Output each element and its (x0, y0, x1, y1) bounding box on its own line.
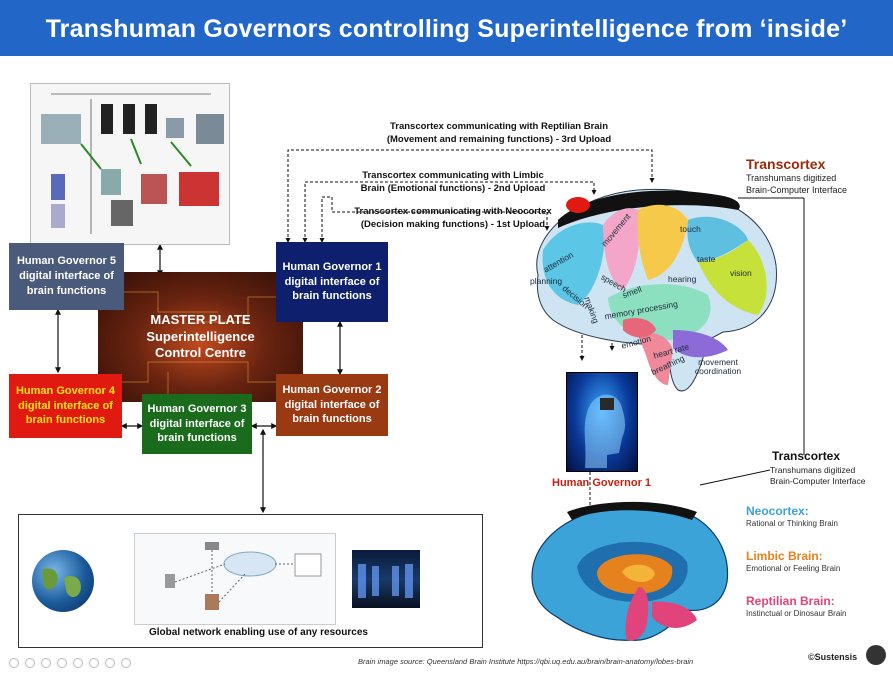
transcortex-reptilian-note: Transcortex communicating with Reptilian… (386, 121, 612, 145)
human-governor-1-box: Human Governor 1 digital interface of br… (276, 242, 388, 322)
factory-diagram (30, 83, 230, 245)
slide-controls[interactable] (8, 656, 148, 668)
earth-globe-image (32, 550, 94, 612)
human-governor-4-box: Human Governor 4 digital interface of br… (9, 374, 122, 438)
neocortex-desc: Rational or Thinking Brain (746, 519, 838, 528)
brain-label-hearing: hearing (668, 274, 697, 284)
transcortex-top-desc: Transhumans digitized Brain-Computer Int… (746, 173, 848, 195)
human-governor-5-box: Human Governor 5 digital interface of br… (9, 243, 124, 310)
brain-label-movement-coordination: movement coordination (694, 357, 742, 377)
human-governor-3-box: Human Governor 3 digital interface of br… (142, 394, 252, 454)
brain-label-taste: taste (697, 254, 716, 264)
transcortex-limbic-note: Transcortex communicating with Limbic Br… (360, 170, 546, 194)
brain-label-planning: planning (530, 276, 563, 286)
master-plate-board: MASTER PLATE Superintelligence Control C… (98, 272, 303, 402)
limbic-title: Limbic Brain: (746, 549, 823, 563)
human-governor-head-image (566, 372, 638, 472)
brain-image-source: Brain image source: Queensland Brain Ins… (358, 657, 694, 666)
human-governor-2-box: Human Governor 2 digital interface of br… (276, 374, 388, 436)
brain-functions-illustration (536, 188, 777, 392)
brain-label-touch: touch (680, 224, 701, 234)
limbic-desc: Emotional or Feeling Brain (746, 564, 841, 573)
reptilian-title: Reptilian Brain: (746, 594, 835, 608)
transcortex-bottom-desc: Transhumans digitized Brain-Computer Int… (770, 465, 866, 487)
transcortex-neocortex-note: Transcortex communicating with Neocortex… (354, 206, 552, 230)
transcortex-top-title: Transcortex (746, 156, 826, 172)
transcortex-bottom-title: Transcortex (772, 449, 841, 463)
global-network-caption: Global network enabling use of any resou… (149, 627, 368, 638)
page-title: Transhuman Governors controlling Superin… (0, 0, 893, 56)
global-network-box: Global network enabling use of any resou… (18, 514, 483, 648)
sustensis-brand: ©Sustensis (808, 652, 858, 662)
sustensis-logo-icon (866, 645, 886, 665)
brain-label-vision: vision (730, 268, 752, 278)
neocortex-title: Neocortex: (746, 504, 809, 518)
brain-cross-section (531, 501, 729, 641)
network-diagram-image (134, 533, 336, 625)
master-plate-label: MASTER PLATE Superintelligence Control C… (146, 311, 255, 361)
human-governor-1-label: Human Governor 1 (552, 477, 652, 489)
server-room-image (352, 550, 420, 608)
reptilian-desc: Instinctual or Dinosaur Brain (746, 609, 847, 618)
